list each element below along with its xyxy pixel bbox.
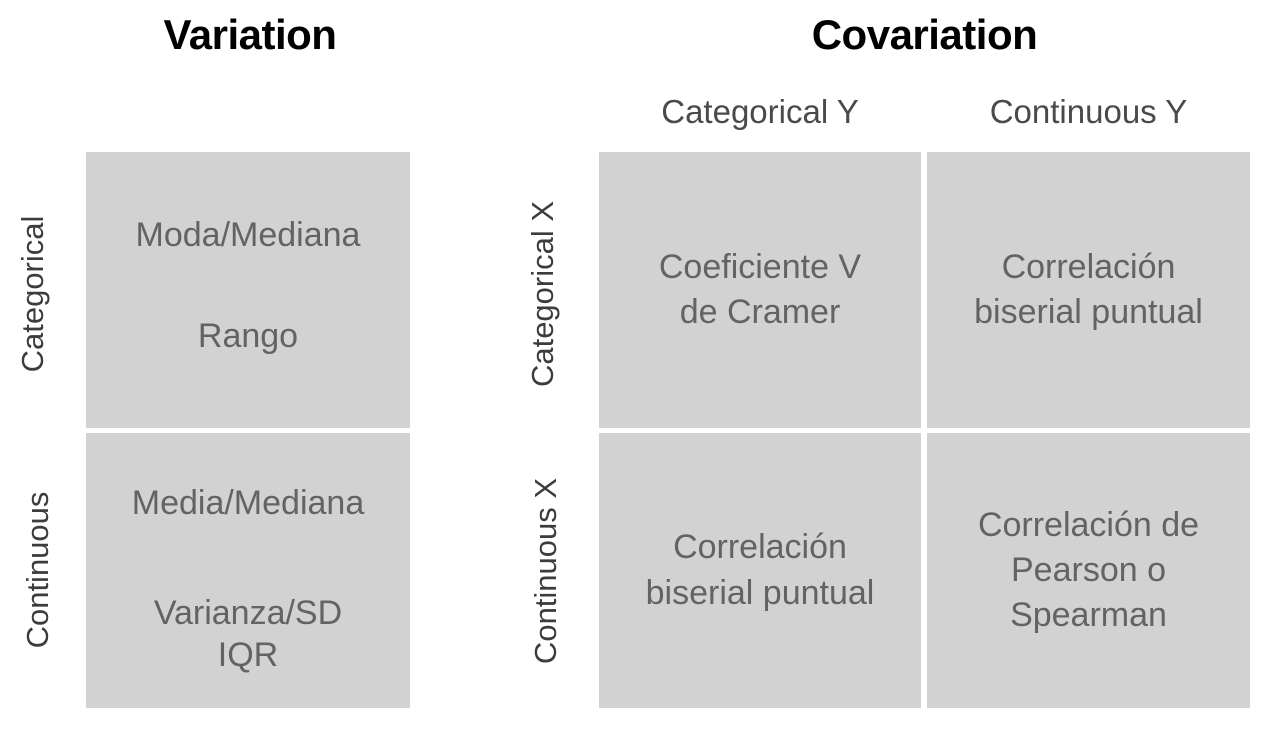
covariation-row-label-categorical-x: Categorical X <box>525 200 560 388</box>
covariation-cell-continuous-x-continuous-y[interactable]: Correlación de Pearson o Spearman <box>927 433 1250 708</box>
variation-continuous-secondary-text: Varianza/SD <box>153 594 343 633</box>
covariation-column-header-categorical-y: Categorical Y <box>661 93 859 130</box>
covariation-grid: Coeficiente V de Cramer Correlación bise… <box>599 152 1250 708</box>
variation-grid: Moda/Mediana Rango Media/Mediana Varianz… <box>86 152 410 708</box>
covariation-cell-text-categorical-x-continuous-y: Correlación biserial puntual <box>974 247 1203 331</box>
covariation-column-header-continuous-y: Continuous Y <box>989 93 1188 130</box>
covariation-cell-categorical-x-categorical-y[interactable]: Coeficiente V de Cramer <box>599 152 921 428</box>
covariation-cell-text-continuous-x-categorical-y: Correlación biserial puntual <box>645 528 875 612</box>
variation-row-label-continuous: Continuous <box>20 491 55 649</box>
variation-categorical-primary-text: Moda/Mediana <box>135 216 361 254</box>
covariation-cell-text-continuous-x-continuous-y: Correlación de Pearson o Spearman <box>977 505 1200 635</box>
covariation-title: Covariation <box>811 11 1038 58</box>
variation-categorical-secondary-text: Rango <box>197 317 299 356</box>
covariation-row-label-continuous-x: Continuous X <box>528 477 563 665</box>
variation-title: Variation <box>163 11 337 58</box>
variation-cell-categorical[interactable]: Moda/Mediana Rango <box>86 152 410 428</box>
variation-cell-continuous[interactable]: Media/Mediana Varianza/SD IQR <box>86 433 410 708</box>
covariation-cell-text-categorical-x-categorical-y: Coeficiente V de Cramer <box>658 247 862 331</box>
variation-continuous-tertiary-text: IQR <box>217 636 279 675</box>
variation-row-label-categorical: Categorical <box>15 215 50 373</box>
variation-continuous-primary-text: Media/Mediana <box>131 484 365 522</box>
covariation-cell-continuous-x-categorical-y[interactable]: Correlación biserial puntual <box>599 433 921 708</box>
covariation-cell-categorical-x-continuous-y[interactable]: Correlación biserial puntual <box>927 152 1250 428</box>
